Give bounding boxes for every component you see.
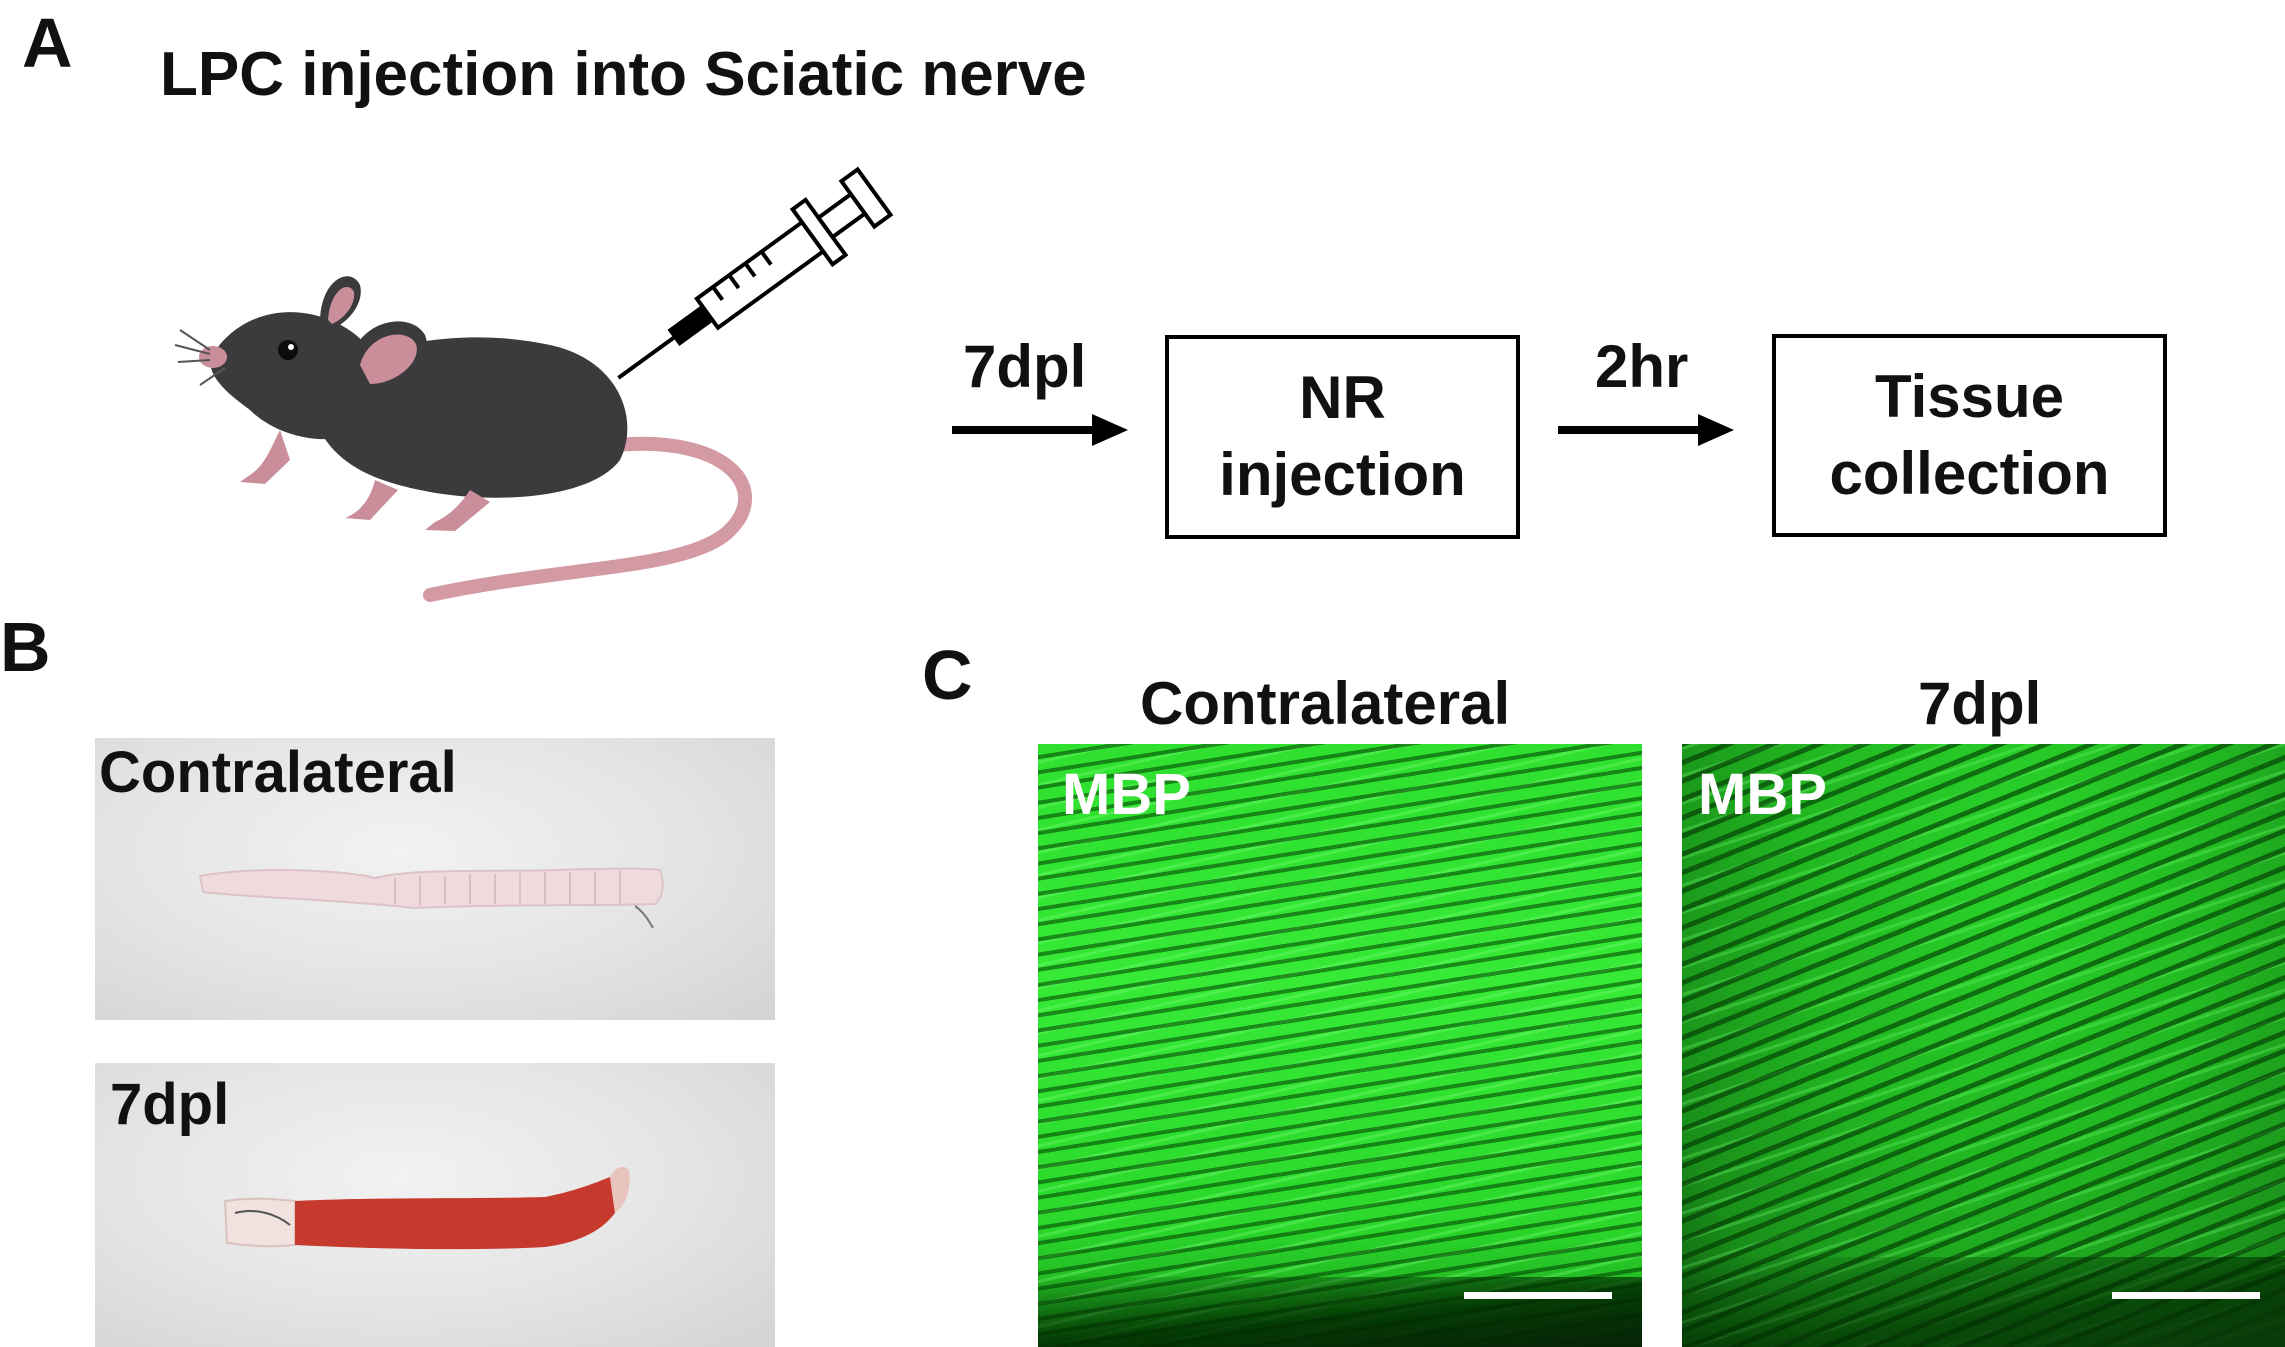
mouse-illustration: [174, 276, 753, 602]
mouse-head: [210, 312, 385, 440]
stain-label-contralateral: MBP: [1062, 762, 1191, 827]
mouse-tail: [423, 436, 753, 602]
step-1-arrow-label: 7dpl: [963, 333, 1087, 400]
panel-a-letter: A: [22, 4, 73, 82]
photo-label-contralateral: Contralateral: [99, 740, 457, 805]
nerve-tissue-contralateral: [198, 867, 664, 928]
column-label-7dpl: 7dpl: [1918, 670, 2042, 737]
contralateral-nerve-photo: Contralateral: [95, 738, 775, 1020]
panel-a-title: LPC injection into Sciatic nerve: [160, 40, 1087, 109]
step-2-box-line-2: collection: [1829, 439, 2110, 507]
nerve-tissue-7dpl: [223, 1166, 630, 1250]
mbp-micrograph-contralateral: MBP: [1038, 744, 1642, 1347]
mouse-eye: [278, 340, 298, 360]
arrow-right-icon: [952, 414, 1128, 446]
step-2-box: Tissue collection: [1772, 334, 2167, 537]
mouse-whiskers: [174, 329, 226, 386]
panel-b-letter: B: [0, 608, 51, 686]
micrograph-dark-edge-7dpl: [1682, 1257, 2285, 1347]
scale-bar-7dpl: [2112, 1292, 2260, 1299]
arrow-right-icon: [1558, 414, 1734, 446]
step-1-box-line-1: NR: [1299, 364, 1386, 432]
column-label-contralateral: Contralateral: [1140, 670, 1511, 737]
scale-bar-contralateral: [1464, 1292, 1612, 1299]
mouse-nose: [199, 346, 227, 368]
step-2-arrow-label: 2hr: [1595, 333, 1689, 400]
mouse-leg-front: [240, 430, 290, 484]
stain-label-7dpl: MBP: [1698, 762, 1827, 827]
syringe-icon: [617, 166, 894, 380]
step-1-box-line-2: injection: [1219, 441, 1466, 508]
7dpl-nerve-photo: 7dpl: [95, 1063, 775, 1347]
mouse-leg-back: [425, 490, 490, 531]
mbp-micrograph-7dpl: MBP: [1682, 744, 2285, 1347]
micrograph-dark-edge-contralateral: [1038, 1277, 1642, 1347]
panel-c-letter: C: [922, 636, 973, 714]
photo-label-7dpl: 7dpl: [110, 1072, 230, 1137]
step-2-box-line-1: Tissue: [1875, 362, 2064, 430]
step-1-box: NR injection: [1165, 335, 1520, 539]
